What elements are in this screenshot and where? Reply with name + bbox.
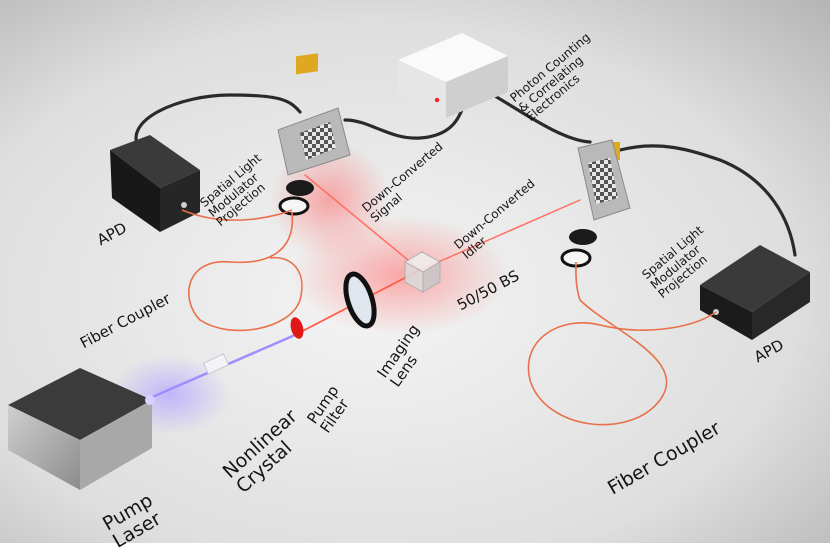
signal-beam bbox=[304, 174, 421, 271]
apd-left bbox=[110, 135, 200, 232]
signal-cables bbox=[134, 90, 797, 257]
slm-right bbox=[577, 139, 631, 221]
imaging-lens bbox=[343, 271, 377, 329]
fiber-coupler-left bbox=[278, 180, 314, 216]
slm-left bbox=[277, 53, 351, 176]
pump-laser bbox=[8, 368, 155, 490]
beam-splitter-cube bbox=[403, 251, 442, 293]
fiber-right bbox=[527, 261, 717, 426]
fiber-left bbox=[181, 209, 303, 332]
optical-fibers bbox=[181, 209, 717, 426]
apd-right bbox=[700, 245, 810, 340]
idler-beam bbox=[419, 199, 581, 271]
nonlinear-crystal bbox=[202, 353, 230, 375]
fiber-coupler-right bbox=[560, 229, 597, 268]
photon-counting-box bbox=[398, 33, 508, 118]
pump-filter bbox=[290, 317, 304, 339]
indicator-led bbox=[434, 97, 440, 103]
